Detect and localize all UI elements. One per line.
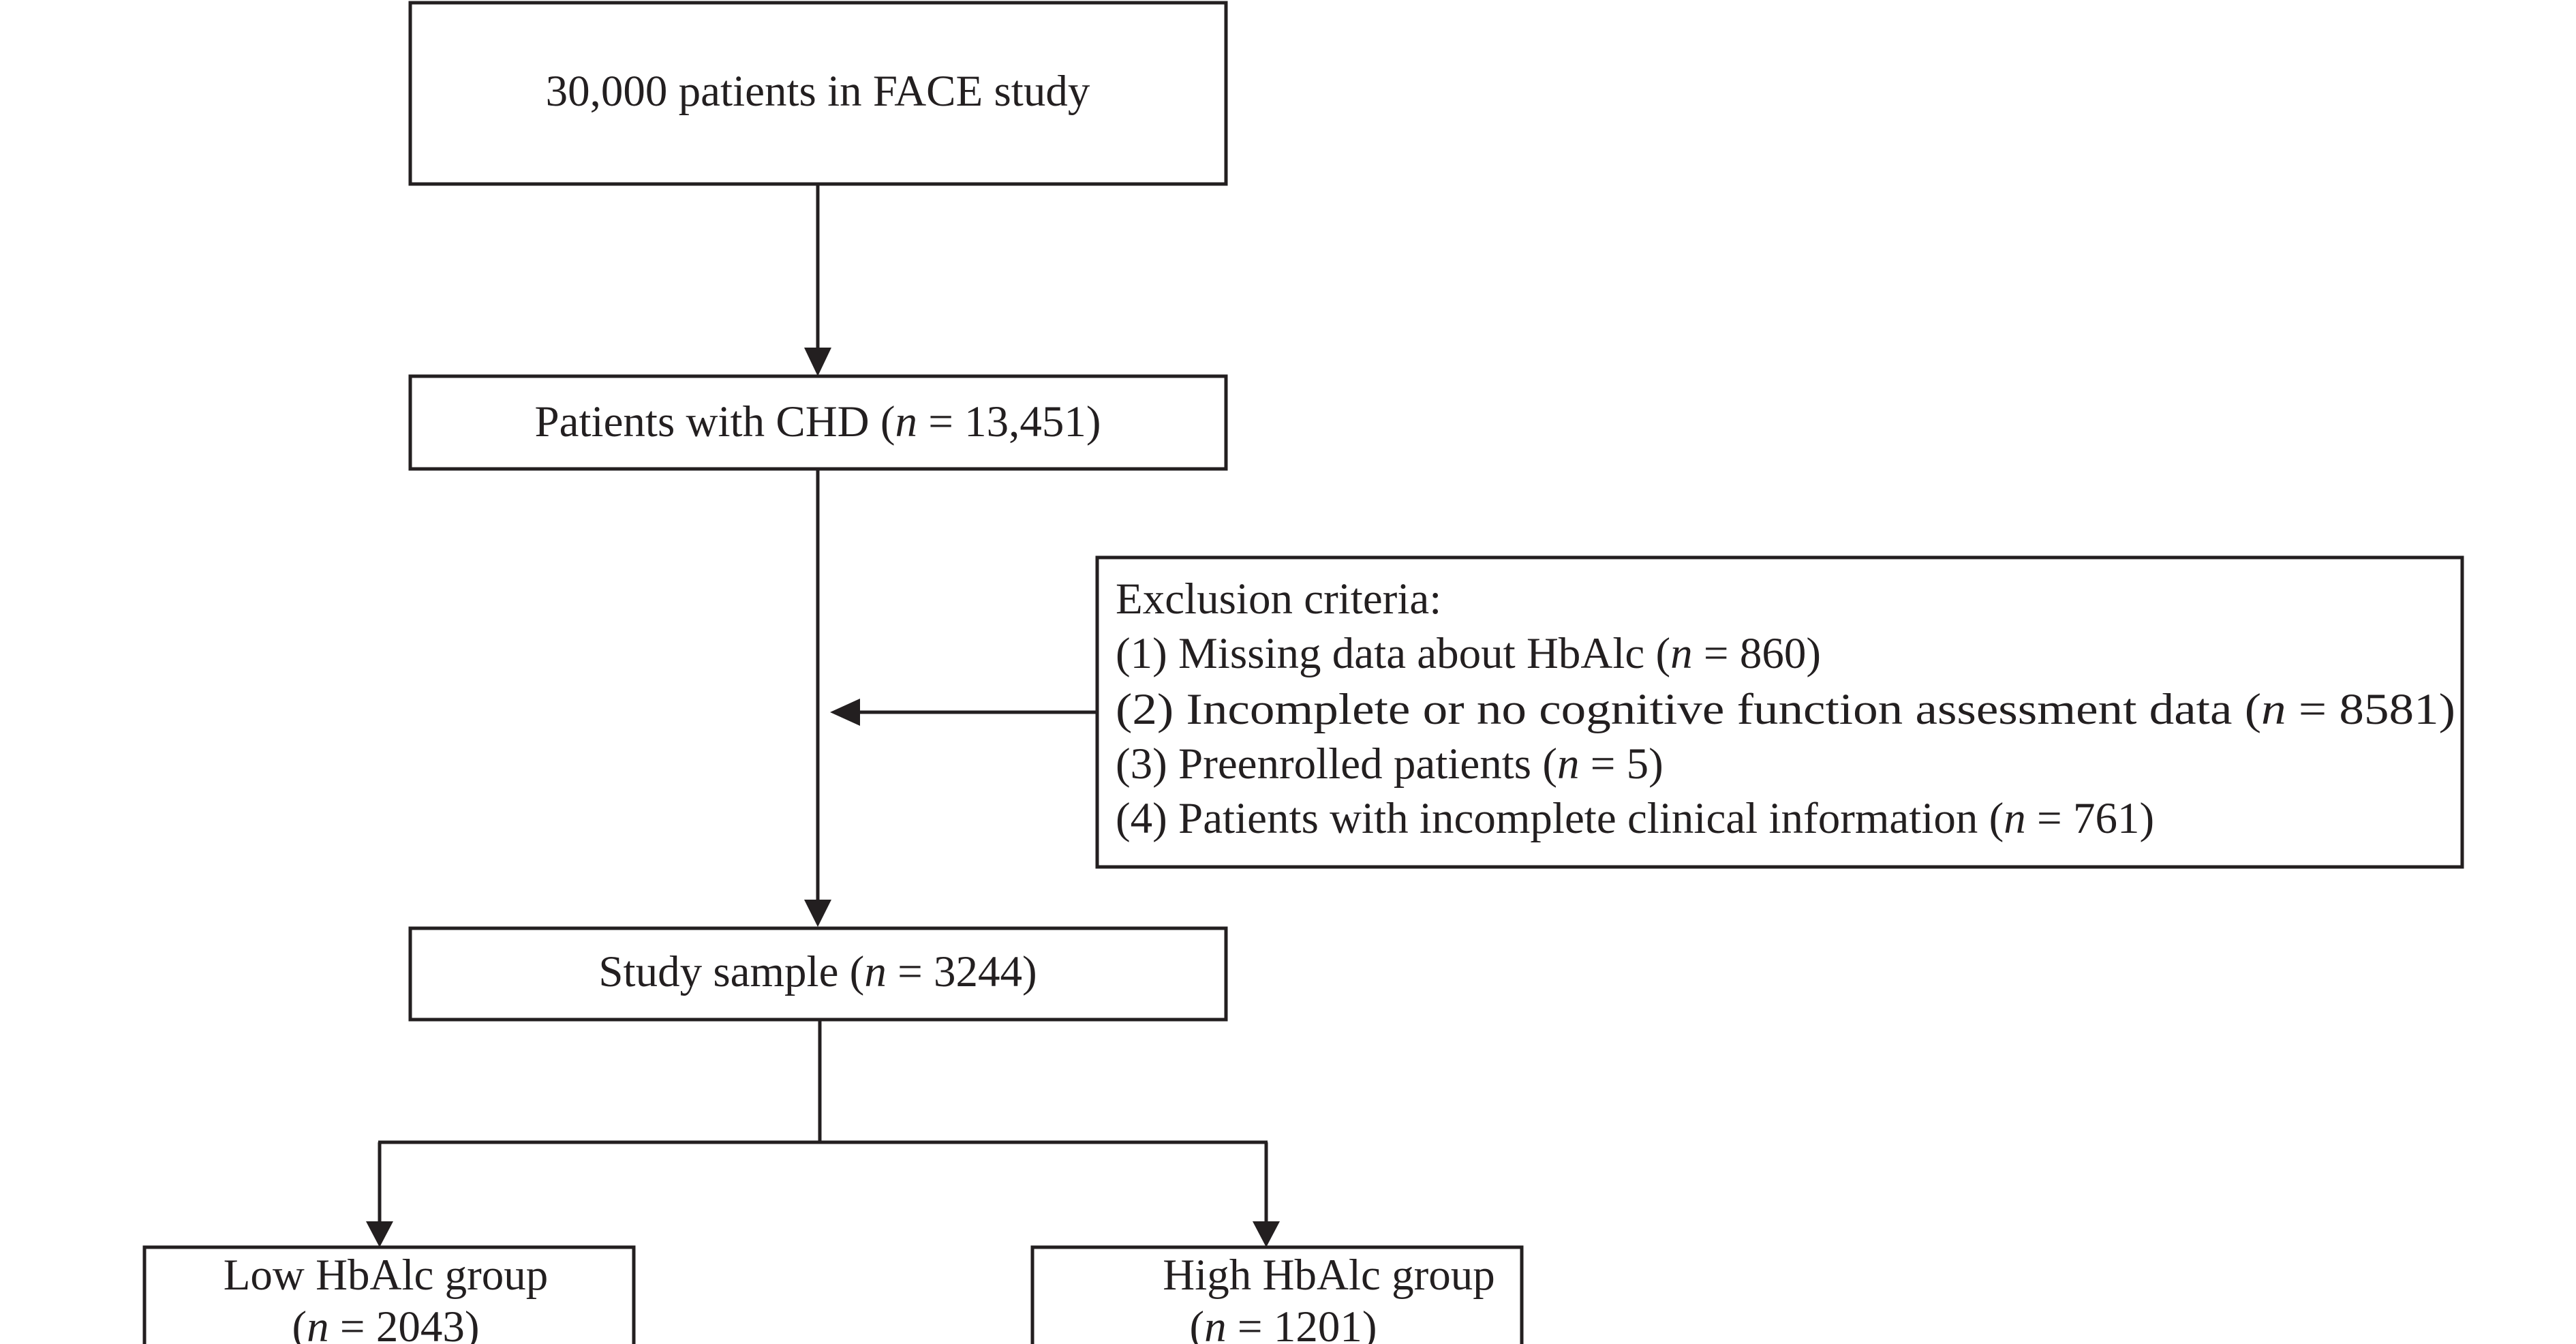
exclusion-item-4: (4) Patients with incomplete clinical in… xyxy=(1116,794,2154,843)
low-hba1c-group-box xyxy=(142,1245,636,1344)
exclusion-item-1: (1) Missing data about HbAlc (n = 860) xyxy=(1116,629,1821,678)
exclusion-criteria-title: Exclusion criteria: xyxy=(1116,575,1441,624)
low-hba1c-group-title: Low HbAlc group xyxy=(224,1251,549,1300)
high-hba1c-group-box xyxy=(1030,1245,1524,1344)
chd-patients-box xyxy=(408,374,1228,471)
low-hba1c-group-count: (n = 2043) xyxy=(292,1302,480,1344)
exclusion-item-2: (2) Incomplete or no cognitive function … xyxy=(1116,685,2455,734)
study-sample-node: Study sample (n = 3244) xyxy=(408,926,1228,1022)
exclusion-criteria-box xyxy=(1095,555,2464,869)
low-hba1c-group-node: Low HbAlc group (n = 2043) xyxy=(142,1245,636,1344)
high-hba1c-group-count: (n = 1201) xyxy=(1190,1302,1377,1344)
high-hba1c-group-title: High HbAlc group xyxy=(1163,1251,1494,1300)
total-patients-node: 30,000 patients in FACE study xyxy=(408,1,1228,186)
exclusion-arrow xyxy=(830,699,1096,726)
chd-patients-node: Patients with CHD (n = 13,451) xyxy=(408,374,1228,471)
total-patients-box xyxy=(408,1,1228,186)
group-split-connector xyxy=(366,1020,1280,1247)
high-hba1c-group-node: High HbAlc group (n = 1201) xyxy=(1030,1245,1524,1344)
arrow-total-to-chd xyxy=(804,184,831,376)
arrow-chd-to-sample xyxy=(804,469,831,927)
study-sample-label: Study sample (n = 3244) xyxy=(598,947,1037,996)
exclusion-criteria-node: Exclusion criteria: (1) Missing data abo… xyxy=(1095,555,2464,869)
total-patients-label: 30,000 patients in FACE study xyxy=(546,67,1090,116)
chd-patients-label: Patients with CHD (n = 13,451) xyxy=(534,397,1101,446)
exclusion-item-3: (3) Preenrolled patients (n = 5) xyxy=(1116,739,1663,789)
